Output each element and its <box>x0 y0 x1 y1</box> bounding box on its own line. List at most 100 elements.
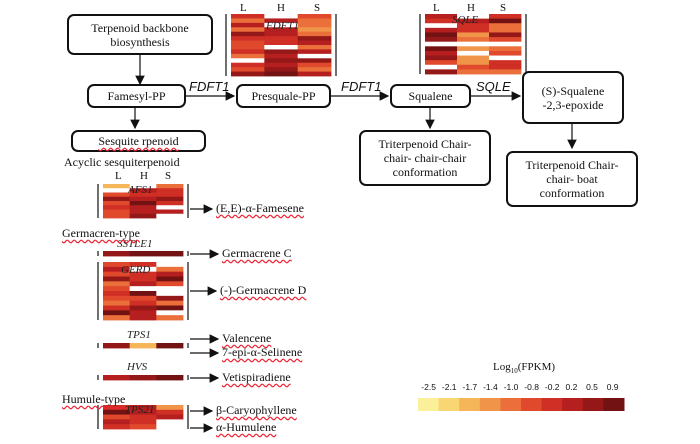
heatmap-gerd-cell <box>156 300 184 306</box>
heatmap-afs1-cell <box>156 213 184 219</box>
col-label-s: S <box>165 170 172 182</box>
heatmap-sqle-label: SQLE <box>452 14 479 26</box>
heatmap-tps21-cell <box>156 424 184 430</box>
legend-tick-label: 0.9 <box>606 382 619 392</box>
heatmap-fdft1-cell <box>264 58 299 64</box>
heatmap-sstle1-cell <box>129 251 157 257</box>
heatmap-tps21-cell <box>156 405 184 411</box>
col-label-l: L <box>433 2 440 14</box>
heatmap-fdft1-cell <box>264 22 299 28</box>
heatmap-fdft1-cell <box>297 58 332 64</box>
heatmap-sqle-cell <box>489 23 522 29</box>
squalene-label: Squalene <box>408 89 453 103</box>
legend-tick-label: -1.4 <box>483 382 498 392</box>
product-selinene: 7-epi-α-Selinene <box>222 345 303 359</box>
presquale-pp-box: Presquale-PP <box>236 84 331 108</box>
heatmap-fdft1-cell <box>231 40 265 46</box>
heatmap-fdft1-cell <box>297 40 332 46</box>
heatmap-gerd-cell <box>103 276 131 282</box>
heatmap-gerd-cell <box>103 310 131 316</box>
presquale-pp-label: Presquale-PP <box>251 89 316 103</box>
legend-swatch <box>438 398 460 411</box>
heatmap-sqle-cell <box>425 60 458 66</box>
heatmap-tps21-label: TPS21 <box>125 404 155 416</box>
terpenoid-backbone-label: Terpenoid backbone biosynthesis <box>91 20 189 49</box>
product-vetispiradiene: Vetispiradiene <box>222 370 291 384</box>
heatmap-sqle-cell <box>489 18 522 24</box>
heatmap-fdft1-cell <box>264 31 299 37</box>
heatmap-fdft1-cell <box>231 53 265 59</box>
heatmap-gerd-cell <box>129 305 157 311</box>
heatmap-fdft1-cell <box>231 71 265 77</box>
heatmap-afs1-cell <box>156 188 184 193</box>
heatmap-afs1-cell <box>103 213 131 219</box>
heatmap-afs1-cell <box>103 184 131 189</box>
epoxide-label: (S)-Squalene -2,3-epoxide <box>541 83 605 112</box>
heatmap-gerd-cell <box>129 300 157 306</box>
heatmap-fdft1-cell <box>264 49 299 55</box>
heatmap-afs1-label: AFS1 <box>128 184 153 196</box>
heatmap-sqle-cell <box>457 60 490 66</box>
heatmap-gerd-cell <box>156 271 184 277</box>
heatmap-fdft1 <box>225 14 337 77</box>
heatmap-sqle-cell <box>425 50 458 56</box>
heatmap-fdft1-cell <box>231 45 265 50</box>
heatmap-hvs-cell <box>129 375 157 381</box>
heatmap-sqle-cell <box>489 55 522 61</box>
legend-tick-label: -1.0 <box>503 382 519 392</box>
triterpenoid-chair-label: Triterpenoid Chair-chair- chair-chair co… <box>378 137 472 179</box>
heatmap-gerd-cell <box>129 271 157 277</box>
heatmap-sqle-cell <box>425 55 458 61</box>
heatmap-fdft1-cell <box>264 71 299 77</box>
heatmap-gerd-cell <box>129 266 157 273</box>
heatmap-sqle-cell <box>457 64 490 70</box>
heatmap-fdft1-cell <box>297 67 332 72</box>
heatmap-tps21-cell <box>103 424 131 430</box>
heatmap-gerd-cell <box>103 305 131 311</box>
heatmap-gerd-cell <box>103 315 131 321</box>
heatmap-tps21-cell <box>129 419 157 425</box>
heatmap-sstle1-label: SSTLE1 <box>117 238 153 250</box>
triterpenoid-boat-label: Triterpenoid Chair-chair- boat conformat… <box>525 158 619 200</box>
heatmap-sqle-cell <box>425 18 458 24</box>
heatmap-sqle-cell <box>425 64 458 70</box>
heatmap-fdft1-cell <box>297 71 332 77</box>
heatmap-afs1-cell <box>129 196 157 202</box>
heatmap-afs1-cell <box>129 201 157 206</box>
legend-tick-label: -0.8 <box>524 382 539 392</box>
sesquiterpenoid-label: Sesquite rpenoid <box>98 134 179 148</box>
heatmap-gerd-cell <box>156 266 184 273</box>
heatmap-hvs-label: HVS <box>127 361 148 373</box>
section-germacren-title: Germacren-type <box>62 226 140 240</box>
heatmap-afs1-cell <box>156 196 184 202</box>
triterpenoid-boat-box: Triterpenoid Chair-chair- boat conformat… <box>506 151 638 207</box>
heatmap-fdft1-cell <box>231 49 265 55</box>
legend-swatch <box>582 398 604 411</box>
heatmap-sqle-cell <box>425 23 458 29</box>
product-humulene: α-Humulene <box>216 420 277 434</box>
heatmap-afs1-cell <box>156 209 184 215</box>
heatmap-sqle-cell <box>489 14 522 20</box>
heatmap-gerd-cell <box>129 291 157 297</box>
heatmap-gerd-cell <box>129 262 157 268</box>
heatmap-sqle-cell <box>457 37 490 43</box>
sesquiterpenoid-box: Sesquite rpenoid <box>71 130 206 152</box>
legend-swatch <box>500 398 522 411</box>
heatmap-gerd-cell <box>156 305 184 311</box>
squalene-box: Squalene <box>390 84 471 108</box>
heatmap-gerd-cell <box>129 315 157 321</box>
col-label-s: S <box>314 2 321 14</box>
heatmap-tps1-label: TPS1 <box>127 329 151 341</box>
heatmap-fdft1-label: FDFT1 <box>266 20 299 32</box>
heatmap-sqle-cell <box>425 46 458 52</box>
heatmap-afs1-cell <box>103 192 131 198</box>
heatmap-tps21-cell <box>156 414 184 420</box>
legend-swatch <box>603 398 625 411</box>
heatmap-sqle-cell <box>489 41 522 47</box>
heatmap-fdft1-cell <box>297 49 332 55</box>
heatmap-gerd <box>97 262 189 321</box>
legend-swatch <box>418 398 440 411</box>
heatmap-tps21-cell <box>103 419 131 425</box>
heatmap-sqle-cell <box>457 55 490 61</box>
heatmap-fdft1-cell <box>297 22 332 28</box>
